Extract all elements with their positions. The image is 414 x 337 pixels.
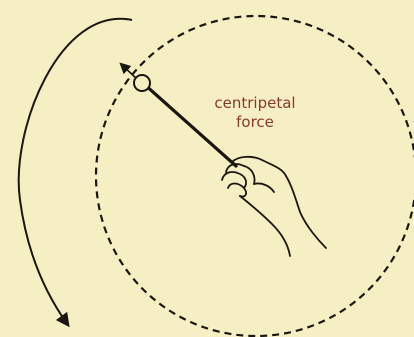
hand-drawing [222,157,326,256]
motion-arrow [19,19,132,325]
orbit-circle [96,16,414,336]
ball [134,75,150,91]
label-line-2: force [195,113,315,132]
centripetal-force-label: centripetal force [195,94,315,132]
label-line-1: centripetal [195,94,315,113]
